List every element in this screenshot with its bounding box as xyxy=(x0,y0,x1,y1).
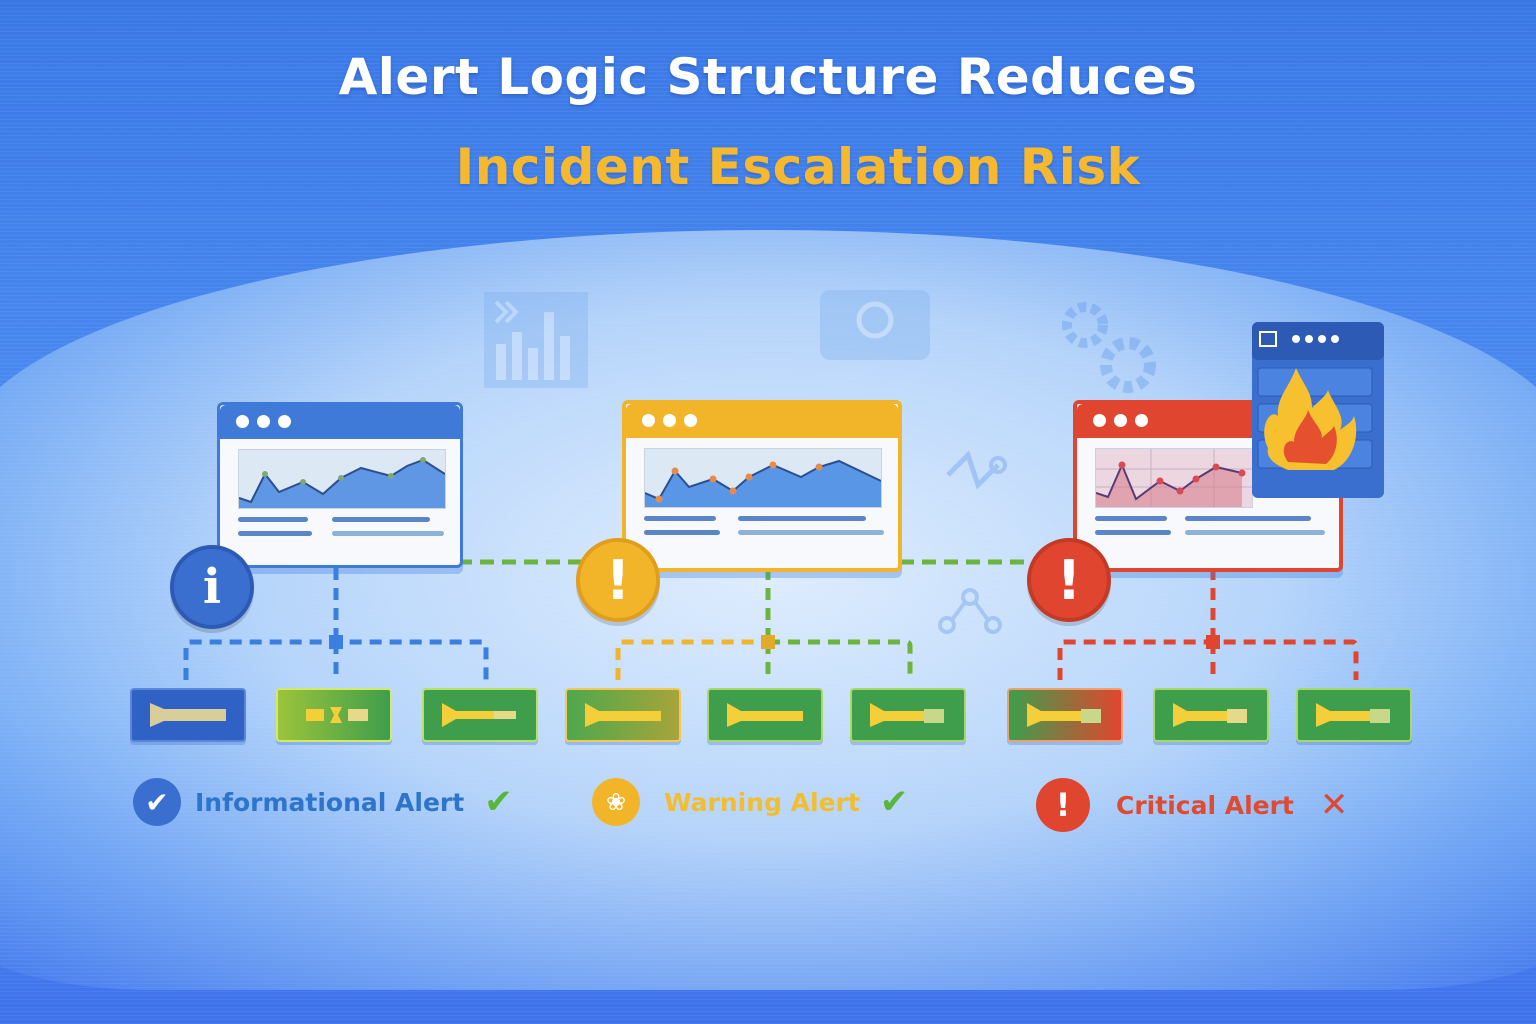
cross-mark-icon: ✕ xyxy=(1319,785,1349,825)
critical-child-box-1 xyxy=(1007,688,1123,742)
flashlight-icon xyxy=(727,703,803,727)
critical-child-box-3 xyxy=(1296,688,1412,742)
critical-badge-icon: ! xyxy=(1027,538,1111,622)
critical-child-box-2 xyxy=(1153,688,1269,742)
cloud-icon xyxy=(820,290,930,360)
server-on-fire-icon xyxy=(1252,322,1384,498)
warning-child-box-3 xyxy=(850,688,966,742)
share-node-icon xyxy=(946,450,1007,490)
window-dots xyxy=(1093,414,1148,427)
legend-critical: ! Critical Alert ✕ xyxy=(1036,778,1348,832)
check-mark-icon: ✔ xyxy=(484,782,513,822)
informational-dashboard-window xyxy=(217,402,463,568)
window-dots xyxy=(642,414,697,427)
bar-chart-icon xyxy=(484,292,588,388)
legend-label: Critical Alert xyxy=(1116,790,1294,820)
flashlight-icon xyxy=(1173,703,1247,727)
flashlight-icon xyxy=(585,703,661,727)
line-chart-thumbnail xyxy=(1095,448,1253,508)
flashlight-icon xyxy=(1316,703,1390,727)
line-chart-thumbnail xyxy=(238,449,446,509)
line-chart-thumbnail xyxy=(644,448,882,508)
flashlight-icon xyxy=(442,703,516,727)
warning-child-box-1 xyxy=(565,688,681,742)
segmented-bar-icon xyxy=(306,707,368,723)
info-child-box-3 xyxy=(422,688,538,742)
exclamation-circle-icon: ! xyxy=(1036,778,1090,832)
check-mark-icon: ✔ xyxy=(879,782,909,822)
legend-informational: ✔ Informational Alert ✔ xyxy=(133,778,513,826)
window-titlebar xyxy=(626,404,898,438)
flashlight-icon xyxy=(870,703,944,727)
window-dots xyxy=(236,415,291,428)
flashlight-icon xyxy=(150,703,226,727)
window-titlebar xyxy=(220,405,460,439)
legend-label: Informational Alert xyxy=(195,787,465,817)
info-badge-icon: i xyxy=(170,545,254,629)
legend-warning: ❀ Warning Alert ✔ xyxy=(592,778,908,826)
info-child-box-1 xyxy=(130,688,246,742)
warning-dashboard-window xyxy=(622,400,902,572)
check-circle-icon: ✔ xyxy=(133,778,181,826)
title-line-2: Incident Escalation Risk xyxy=(455,138,1141,196)
legend-label: Warning Alert xyxy=(664,787,860,817)
leaf-emblem-icon: ❀ xyxy=(592,778,640,826)
gear-icon xyxy=(1062,302,1156,393)
info-child-box-2 xyxy=(276,688,392,742)
warning-child-box-2 xyxy=(707,688,823,742)
share-node-icon xyxy=(938,588,1002,634)
flashlight-icon xyxy=(1027,703,1101,727)
title-line-1: Alert Logic Structure Reduces xyxy=(338,48,1198,106)
warning-badge-icon: ! xyxy=(576,538,660,622)
